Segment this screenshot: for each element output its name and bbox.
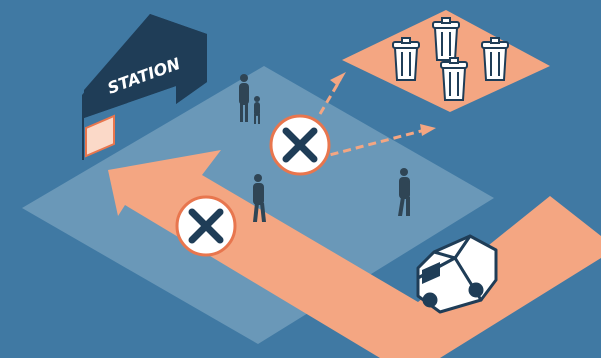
x-mark-icon bbox=[271, 116, 329, 174]
trash-can-icon bbox=[433, 18, 459, 60]
trash-can-icon bbox=[482, 38, 508, 80]
trash-can-icon bbox=[441, 58, 467, 100]
trash-can-icon bbox=[393, 38, 419, 80]
x-mark-icon bbox=[177, 197, 235, 255]
